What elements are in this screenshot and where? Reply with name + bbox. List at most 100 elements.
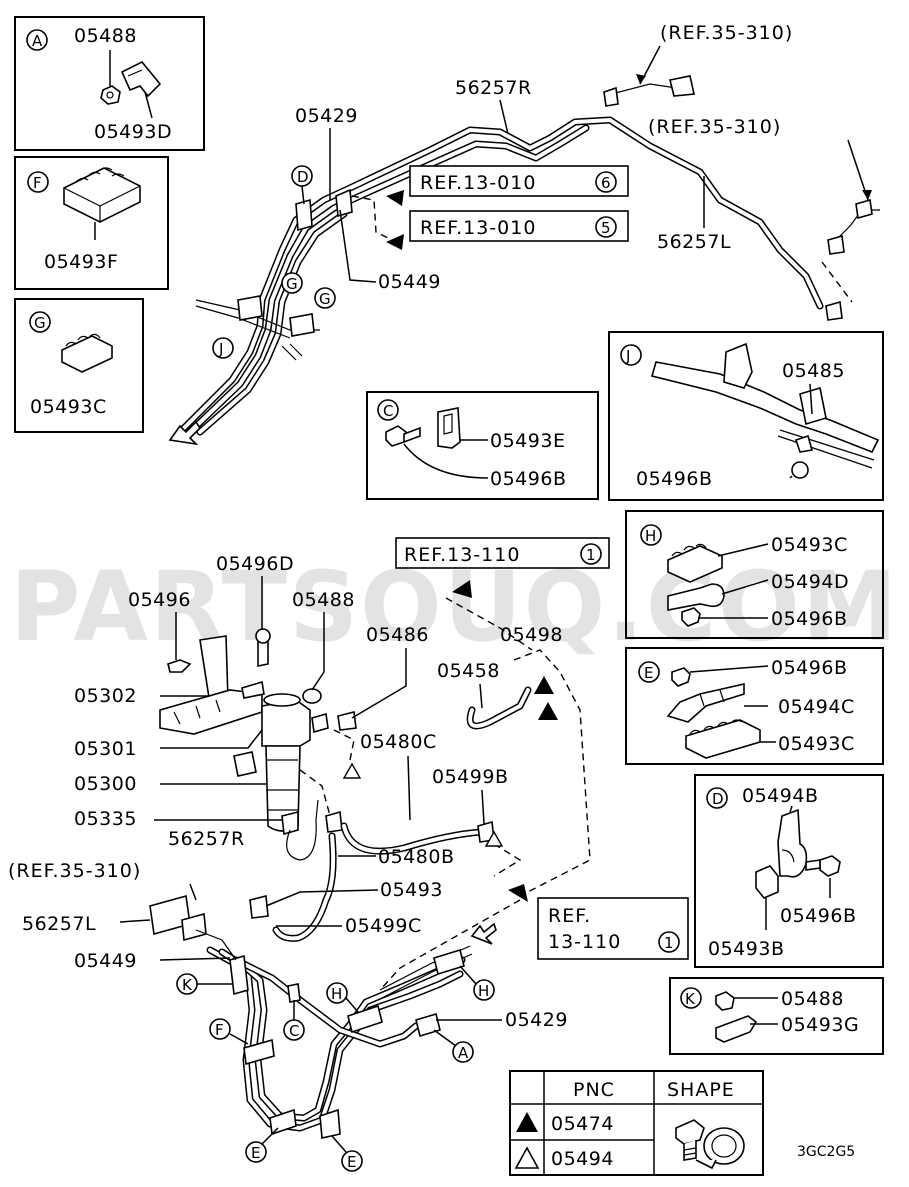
upper-fuel-lines (168, 75, 880, 446)
ref-35-310-right[interactable]: (REF.35-310) (648, 116, 781, 138)
inset-h-part-05494D[interactable]: 05494D (771, 571, 849, 593)
callout-05302[interactable]: 05302 (74, 685, 137, 707)
ref-35-310-top[interactable]: (REF.35-310) (660, 22, 793, 44)
callout-05480C[interactable]: 05480C (360, 731, 437, 753)
letter-label-k: K (182, 976, 193, 994)
inset-k: K 05488 05493G (669, 977, 884, 1055)
clamp-05493C-icon (61, 333, 113, 373)
callout-05335[interactable]: 05335 (74, 808, 137, 830)
mid-callouts: 05496D 05496 05488 05486 05498 05458 053… (22, 553, 568, 1031)
inset-c-part-05496B[interactable]: 05496B (490, 468, 566, 490)
callout-56257L-top[interactable]: 56257L (657, 231, 731, 253)
callout-05488[interactable]: 05488 (292, 589, 355, 611)
callout-05499C[interactable]: 05499C (345, 915, 422, 937)
callout-05498[interactable]: 05498 (500, 624, 563, 646)
callout-05486[interactable]: 05486 (366, 624, 429, 646)
callout-05449-mid[interactable]: 05449 (74, 950, 137, 972)
inset-h-part-05496B[interactable]: 05496B (771, 608, 847, 630)
inset-h-part-05493C[interactable]: 05493C (771, 534, 848, 556)
ref-35-310-left[interactable]: (REF.35-310) (8, 860, 141, 882)
letter-label-f: F (215, 1021, 224, 1039)
callout-05429-top[interactable]: 05429 (295, 105, 358, 127)
callout-05458[interactable]: 05458 (437, 660, 500, 682)
clamp-05493F-icon (63, 167, 141, 223)
inset-e: E 05496B 05494C 05493C (625, 647, 884, 765)
letter-label-g2: G (319, 290, 331, 308)
arrow-icon (452, 580, 472, 598)
letter-label-h1: H (331, 985, 342, 1003)
bolt-icon (385, 425, 421, 447)
inset-k-part-05493G[interactable]: 05493G (781, 1014, 859, 1036)
letter-label-j: J (218, 340, 223, 358)
inset-j: J 05485 05496B (608, 331, 884, 501)
legend-pnc-05494[interactable]: 05494 (551, 1148, 614, 1170)
callout-56257R[interactable]: 56257R (455, 77, 532, 99)
filled-triangle-icon (538, 702, 558, 720)
callout-05493[interactable]: 05493 (380, 879, 443, 901)
inset-g-letter: G (34, 314, 46, 332)
inset-a-part-05493D[interactable]: 05493D (94, 121, 172, 143)
nut-icon (715, 991, 735, 1011)
ref-13-110-b-number: 1 (664, 934, 674, 952)
inset-d-part-05493B[interactable]: 05493B (708, 938, 784, 960)
arrow-icon (386, 234, 404, 250)
callout-05301[interactable]: 05301 (74, 738, 137, 760)
letter-label-e2: E (347, 1153, 356, 1171)
bolt-icon (681, 607, 701, 627)
ref-13-110-a[interactable]: REF.13-110 (404, 544, 520, 566)
callout-56257L-mid[interactable]: 56257L (22, 913, 96, 935)
open-triangle-icon (514, 1146, 540, 1169)
inset-a: A 05488 05493D (14, 16, 205, 151)
inset-d: D 05494B 05496B 05493B (694, 774, 884, 968)
callout-05429-low[interactable]: 05429 (505, 1009, 568, 1031)
legend-header-shape: SHAPE (667, 1079, 735, 1101)
inset-c: C 05493E 05496B (366, 391, 599, 500)
letter-label-d: D (297, 168, 309, 186)
open-triangle-icon (342, 762, 362, 779)
inset-d-letter: D (712, 790, 724, 808)
inset-e-part-05496B[interactable]: 05496B (771, 657, 847, 679)
letter-label-c: C (289, 1022, 299, 1040)
clamp-05493C-icon (667, 543, 723, 583)
lower-letter-labels: K F C H H A E E (176, 965, 495, 1172)
filled-triangle-icon (516, 1112, 538, 1132)
ref-13-010-a[interactable]: REF.13-010 (420, 172, 536, 194)
callout-05480B[interactable]: 05480B (378, 846, 454, 868)
inset-d-part-05496B[interactable]: 05496B (780, 905, 856, 927)
letter-label-a: A (458, 1044, 469, 1062)
callout-05496D[interactable]: 05496D (216, 553, 294, 575)
clamp-05493B-icon (755, 865, 779, 899)
clip-05493E-icon (437, 407, 461, 449)
inset-j-letter: J (625, 347, 630, 365)
inset-d-part-05494B[interactable]: 05494B (742, 785, 818, 807)
ref-13-110-b-line1[interactable]: REF. (548, 905, 591, 927)
inset-a-part-05488[interactable]: 05488 (74, 25, 137, 47)
inset-k-letter: K (685, 990, 696, 1008)
ref-13-110-b-line2[interactable]: 13-110 (548, 931, 621, 953)
bolt-icon (805, 855, 841, 877)
callout-05449-top[interactable]: 05449 (378, 271, 441, 293)
inset-e-letter: E (644, 664, 653, 682)
legend-pnc-05474[interactable]: 05474 (551, 1113, 614, 1135)
inset-e-part-05494C[interactable]: 05494C (778, 696, 855, 718)
inset-j-part-05485[interactable]: 05485 (782, 360, 845, 382)
clamp-shape-icon (675, 1119, 745, 1170)
ref-13-010-a-number: 6 (601, 174, 611, 192)
inset-f-letter: F (33, 174, 42, 192)
inset-c-part-05493E[interactable]: 05493E (490, 430, 565, 452)
letter-label-e1: E (251, 1144, 260, 1162)
callout-05496[interactable]: 05496 (128, 589, 191, 611)
callout-56257R-mid[interactable]: 56257R (168, 828, 245, 850)
ref-13-010-b[interactable]: REF.13-010 (420, 217, 536, 239)
diagram-code: 3GC2G5 (797, 1144, 855, 1160)
callout-05499B[interactable]: 05499B (432, 766, 508, 788)
inset-g-part-05493C[interactable]: 05493C (30, 396, 107, 418)
inset-f: F 05493F (14, 156, 169, 290)
inset-f-part-05493F[interactable]: 05493F (44, 251, 118, 273)
inset-e-part-05493C[interactable]: 05493C (778, 733, 855, 755)
callout-05300[interactable]: 05300 (74, 773, 137, 795)
hoses (272, 686, 532, 942)
inset-k-part-05488[interactable]: 05488 (781, 988, 844, 1010)
inset-j-part-05496B[interactable]: 05496B (636, 468, 712, 490)
